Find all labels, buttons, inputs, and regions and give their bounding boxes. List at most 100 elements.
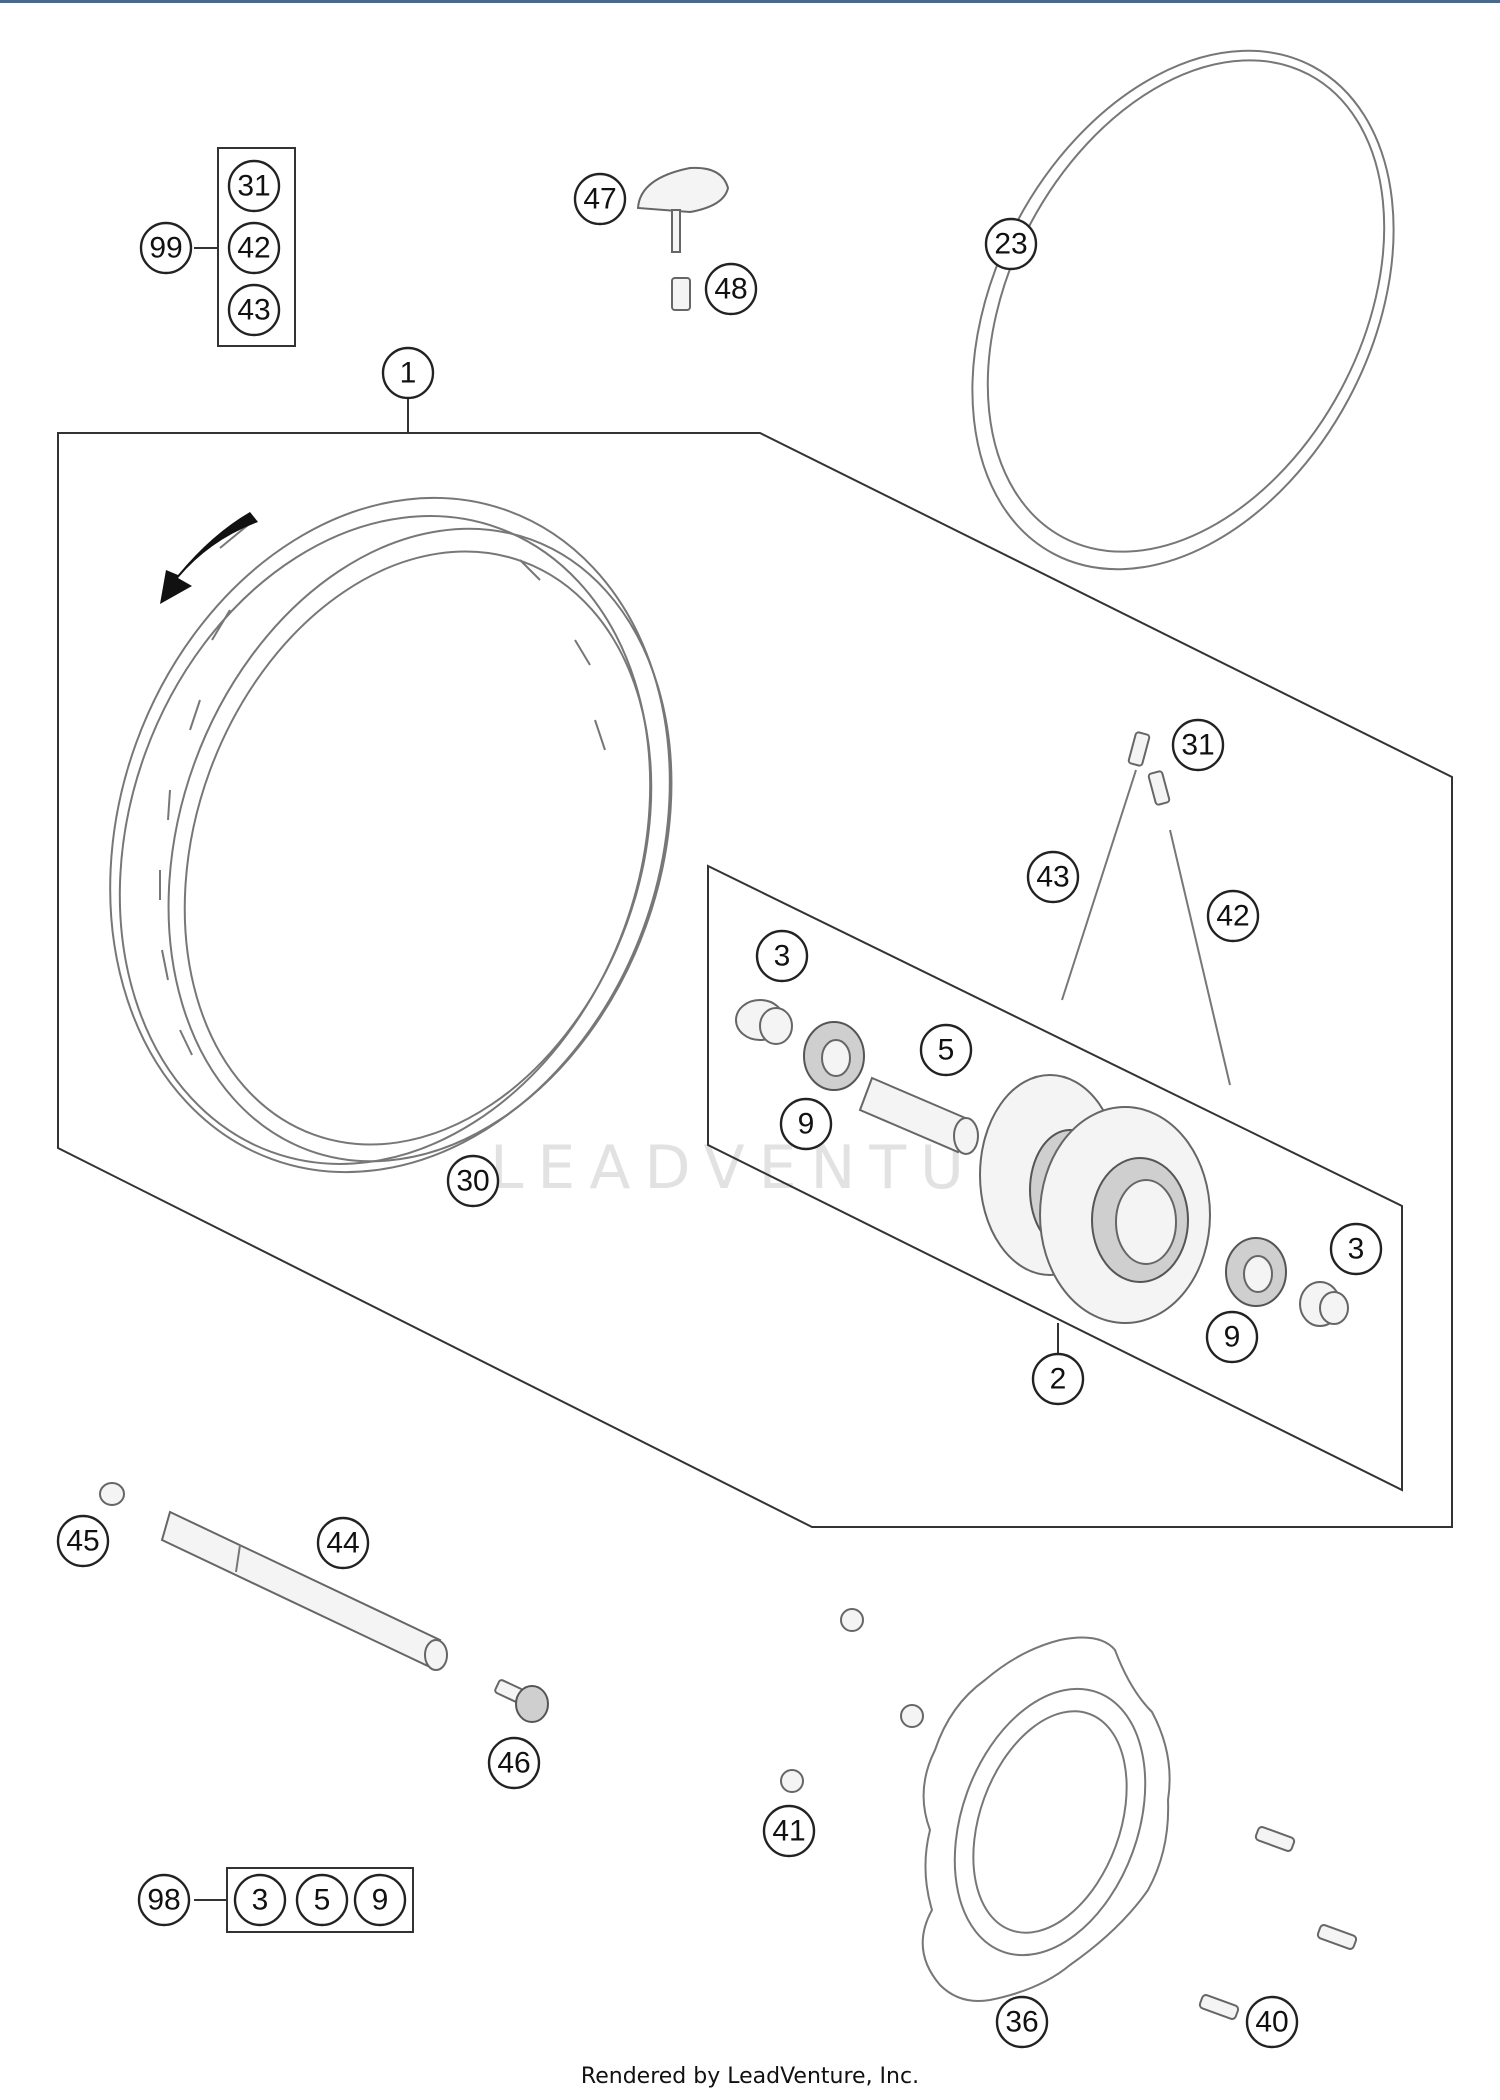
callout-c9a: 9	[779, 1097, 833, 1151]
footer-credit: Rendered by LeadVenture, Inc.	[580, 2064, 920, 2089]
callout-label: 46	[497, 1747, 530, 1780]
callout-circle	[233, 1873, 287, 1927]
callout-c98: 98	[137, 1873, 191, 1927]
callout-c43a: 43	[227, 283, 281, 337]
callout-circle	[995, 1995, 1049, 2049]
nipple-31a	[1127, 731, 1151, 767]
callout-circle	[1245, 1995, 1299, 2049]
distance-sleeve	[858, 1076, 979, 1155]
callout-circle	[227, 283, 281, 337]
callout-circle	[1329, 1222, 1383, 1276]
callout-label: 40	[1255, 2006, 1288, 2039]
callout-c43b: 43	[1026, 850, 1080, 904]
callout-label: 99	[149, 232, 182, 265]
spoke-42	[1169, 829, 1231, 1086]
callout-c48: 48	[704, 262, 758, 316]
spacer-right	[1299, 1281, 1349, 1327]
callout-c47: 47	[573, 172, 627, 226]
callout-circle	[353, 1873, 407, 1927]
callout-circle	[919, 1023, 973, 1077]
assembly-frame	[57, 432, 1453, 1528]
callout-c5b: 5	[295, 1873, 349, 1927]
tire	[971, 49, 1395, 571]
callout-circle	[984, 217, 1038, 271]
callout-circle	[1205, 1310, 1259, 1364]
callout-label: 3	[774, 940, 791, 973]
callout-label: 2	[1050, 1363, 1067, 1396]
callout-label: 48	[714, 273, 747, 306]
disc-nut-c	[780, 1769, 804, 1793]
callout-label: 42	[1216, 900, 1249, 933]
callout-c31a: 31	[227, 159, 281, 213]
hub	[979, 1074, 1211, 1324]
brake-disc	[921, 1636, 1171, 2002]
callout-label: 3	[1348, 1233, 1365, 1266]
callout-c46: 46	[487, 1736, 541, 1790]
callout-circle	[762, 1804, 816, 1858]
callout-label: 31	[237, 170, 270, 203]
rim	[109, 496, 673, 1174]
callout-c42a: 42	[227, 221, 281, 275]
callout-c45: 45	[56, 1514, 110, 1568]
callout-c30: 30	[446, 1154, 500, 1208]
callout-c42b: 42	[1206, 889, 1260, 943]
spacer-left	[735, 999, 793, 1045]
callout-label: 1	[400, 357, 417, 390]
callout-c41: 41	[762, 1804, 816, 1858]
callout-c3c: 3	[233, 1873, 287, 1927]
callout-c40: 40	[1245, 1995, 1299, 2049]
disc-bolt-a	[1254, 1826, 1296, 1852]
valve	[636, 166, 730, 253]
rotation-arrow-icon	[160, 512, 258, 604]
callout-c36: 36	[995, 1995, 1049, 2049]
callout-label: 31	[1181, 729, 1214, 762]
valve-nut	[671, 277, 691, 311]
top-rule	[0, 0, 1500, 3]
callout-label: 5	[938, 1034, 955, 1067]
callout-c3b: 3	[1329, 1222, 1383, 1276]
callout-label: 36	[1005, 2006, 1038, 2039]
callout-circle	[227, 159, 281, 213]
callout-c44: 44	[316, 1516, 370, 1570]
bearing-left	[803, 1021, 865, 1091]
callout-circle	[227, 221, 281, 275]
callout-label: 3	[252, 1884, 269, 1917]
callout-label: 5	[314, 1884, 331, 1917]
callout-label: 42	[237, 232, 270, 265]
callout-circle	[779, 1097, 833, 1151]
axle-nut	[99, 1482, 125, 1506]
callout-circle	[573, 172, 627, 226]
hub-frame	[707, 864, 1403, 1492]
callout-c1: 1	[381, 346, 435, 400]
disc-bolt-b	[1316, 1924, 1358, 1950]
callout-label: 41	[772, 1815, 805, 1848]
callout-circle	[381, 346, 435, 400]
callout-c9c: 9	[353, 1873, 407, 1927]
callout-circle	[137, 1873, 191, 1927]
callout-label: 9	[1224, 1321, 1241, 1354]
callout-label: 45	[66, 1525, 99, 1558]
callout-circle	[56, 1514, 110, 1568]
callout-circle	[1031, 1352, 1085, 1406]
callout-circle	[316, 1516, 370, 1570]
callout-label: 23	[994, 228, 1027, 261]
nipple-31b	[1147, 770, 1171, 806]
callout-circle	[1026, 850, 1080, 904]
callout-c23: 23	[984, 217, 1038, 271]
callout-label: 9	[798, 1108, 815, 1141]
disc-nut-b	[900, 1704, 924, 1728]
callout-label: 43	[237, 294, 270, 327]
callout-label: 44	[326, 1527, 359, 1560]
callout-circle	[487, 1736, 541, 1790]
callout-label: 30	[456, 1165, 489, 1198]
disc-bolt-c	[1198, 1994, 1240, 2020]
spoke-43	[1061, 769, 1137, 1001]
callout-circle	[295, 1873, 349, 1927]
callout-circle	[755, 929, 809, 983]
bearing-right	[1225, 1237, 1287, 1307]
callout-c31b: 31	[1171, 718, 1225, 772]
callout-c5: 5	[919, 1023, 973, 1077]
callout-label: 47	[583, 183, 616, 216]
callout-circle	[1171, 718, 1225, 772]
